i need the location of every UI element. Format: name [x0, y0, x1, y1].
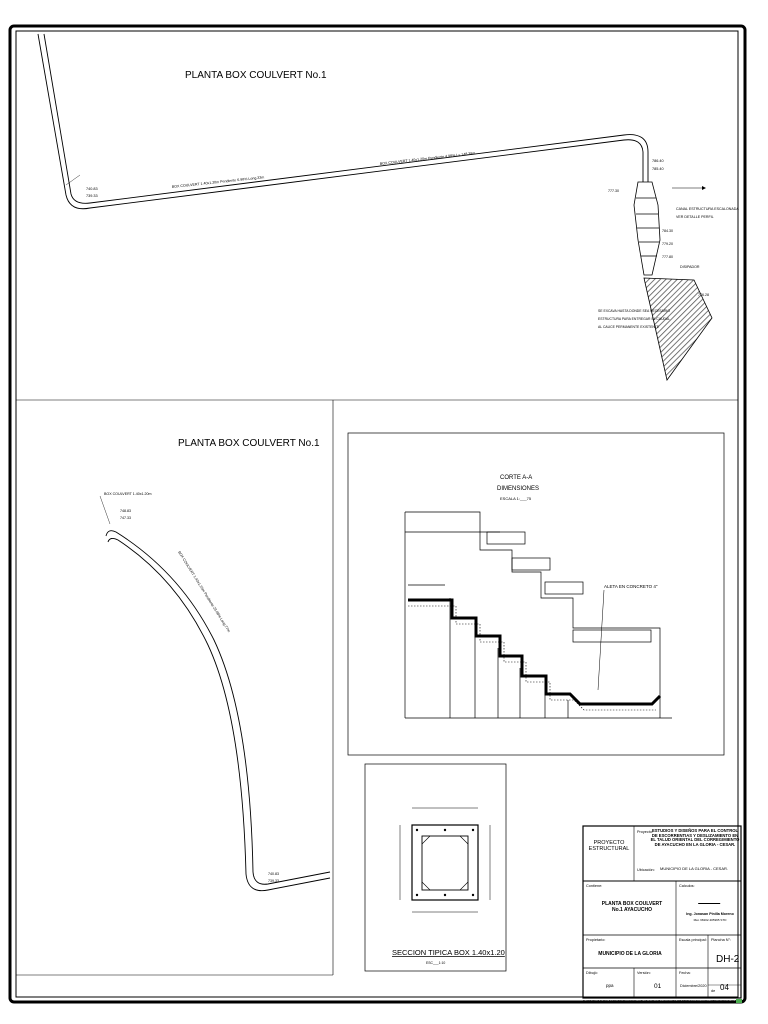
plan-top-title: PLANTA BOX COULVERT No.1 — [185, 70, 327, 81]
plan-top-elev-e: 777.30 — [608, 189, 619, 193]
tb-propietario-text: MUNICIPIO DE LA GLORIA — [598, 951, 662, 957]
tb-fecha-key: Fecha: — [679, 971, 691, 975]
corte-scale: ESCALA 1:___75 — [500, 496, 532, 501]
plan-top-elev-c: 777.80 — [662, 255, 673, 259]
tb-calculo-key: Calculos: — [679, 884, 695, 888]
seccion-rebar — [415, 828, 475, 897]
tb-ubicacion-key: Ubicación: — [637, 868, 655, 872]
tb-plancha-value: DH-2 — [716, 954, 740, 965]
tb-dibujo-value: ppa — [606, 983, 614, 988]
plan-top-disipador-label: DISIPADOR — [680, 265, 700, 269]
seccion-title: SECCION TIPICA BOX 1.40x1.20 — [392, 948, 505, 957]
tb-footer-note: EL PRESENTE PLANO ES PROPIEDAD INTELECTU… — [583, 1000, 743, 1002]
plan-top: PLANTA BOX COULVERT No.1 BOX COULVERT 1.… — [37, 33, 739, 381]
plan-bottom-top-label: BOX COULVERT 1.40x1.20m — [104, 492, 152, 496]
title-block-grid — [582, 825, 742, 999]
plan-bottom-top-elev-2: 747.33 — [120, 516, 131, 520]
corte-steps-outline — [404, 511, 672, 719]
tb-signature — [697, 893, 725, 904]
tb-plancha-key: Plancha N°: — [711, 938, 732, 942]
tb-calculo-mat: Mat. 68202-305965 STD — [693, 918, 727, 922]
tb-dibujo-key: Dibujó: — [586, 971, 598, 975]
corte-title: CORTE A-A — [500, 475, 532, 481]
tb-propietario-key: Propietario: — [586, 938, 606, 942]
tb-de-value: 04 — [720, 983, 729, 992]
tb-contiene-text: PLANTA BOX COULVERT No.1 AYACUCHO — [601, 901, 663, 913]
plan-top-note-line-3: AL CAUCE PERMANENTE EXISTENTE — [598, 325, 660, 329]
plan-top-structure-label: CANAL ESTRUCTURA ESCALONADA — [676, 207, 739, 211]
plan-top-elev-left-2: 739.33 — [86, 194, 98, 198]
plan-top-elev-left-1: 740.83 — [86, 187, 98, 191]
plan-top-elev-a: 784.30 — [662, 229, 673, 233]
plan-top-dissipator — [643, 277, 713, 381]
corte-panel: CORTE A-A DIMENSIONES ESCALA 1:___75 ALE… — [347, 432, 725, 756]
plan-top-stepped-channel — [633, 181, 661, 276]
plan-top-structure-note: VER DETALLE PERFIL — [676, 215, 714, 219]
seccion-scale: ESC___1:10 — [426, 961, 445, 965]
plan-top-culvert — [37, 33, 649, 210]
corte-stepped-profile — [408, 598, 662, 706]
seccion-panel: SECCION TIPICA BOX 1.40x1.20 ESC___1:10 — [364, 763, 507, 972]
tb-fecha-value: Diciembre/2020 — [680, 984, 707, 988]
plan-bottom-segment-label: BOX COULVERT 1.40x1.20m Pendiente 23.68%… — [177, 550, 231, 633]
tb-version-key: Versión: — [637, 971, 651, 975]
plan-top-note-line-1: SE EXCAVA HASTA DONDE SEA NECESARIO — [598, 309, 670, 313]
plan-bottom-bottom-elev-2: 739.33 — [268, 879, 279, 883]
tb-contiene-key: Contiene: — [586, 884, 603, 888]
tb-version-value: 01 — [654, 983, 662, 990]
plan-bottom-top-elev-1: 748.83 — [120, 509, 131, 513]
plan-top-segment-label-right: BOX COULVERT 1.40x1.20m Pendiente 4.98% … — [380, 151, 476, 166]
plan-top-elev-right-2: 785.40 — [652, 167, 664, 171]
sheet-frame — [8, 24, 747, 1004]
plan-bottom-culvert — [105, 530, 331, 892]
plan-bottom: PLANTA BOX COULVERT No.1 BOX COULVERT 1.… — [99, 438, 331, 892]
tb-proyecto-text: ESTUDIOS Y DISEÑOS PARA EL CONTROL DE ES… — [650, 828, 740, 847]
plan-top-note-line-2: ESTRUCTURA PARA ENTREGAR EL CAUDAL — [598, 317, 670, 321]
corte-subtitle: DIMENSIONES — [497, 486, 539, 492]
plan-top-left-elevations: 740.83 739.33 — [65, 174, 98, 198]
plan-top-elev-right-1: 786.40 — [652, 159, 664, 163]
tb-calculo-name: Ing. Jonasan Pinilla Moreno — [686, 912, 734, 916]
tb-proyecto-label: PROYECTO ESTRUCTURAL — [588, 840, 630, 853]
tb-footer-logo — [736, 999, 742, 1003]
tb-ubicacion-text: MUNICIPIO DE LA GLORIA - CESAR. — [660, 866, 729, 871]
seccion-box-outline — [399, 807, 491, 913]
tb-proyecto-key: Proyecto: — [637, 830, 654, 834]
plan-top-elev-d: 776.28 — [698, 293, 709, 297]
corte-leader-label: ALETA EN CONCRETO 4" — [604, 584, 658, 589]
tb-escala-key: Escala principal: — [679, 938, 707, 942]
plan-top-right-elevations: 786.40 785.40 — [652, 159, 706, 190]
plan-top-elev-b: 779.20 — [662, 242, 673, 246]
plan-bottom-title: PLANTA BOX COULVERT No.1 — [178, 438, 320, 449]
plan-bottom-bottom-elev-1: 740.83 — [268, 872, 279, 876]
tb-de-key: de — [711, 989, 716, 993]
